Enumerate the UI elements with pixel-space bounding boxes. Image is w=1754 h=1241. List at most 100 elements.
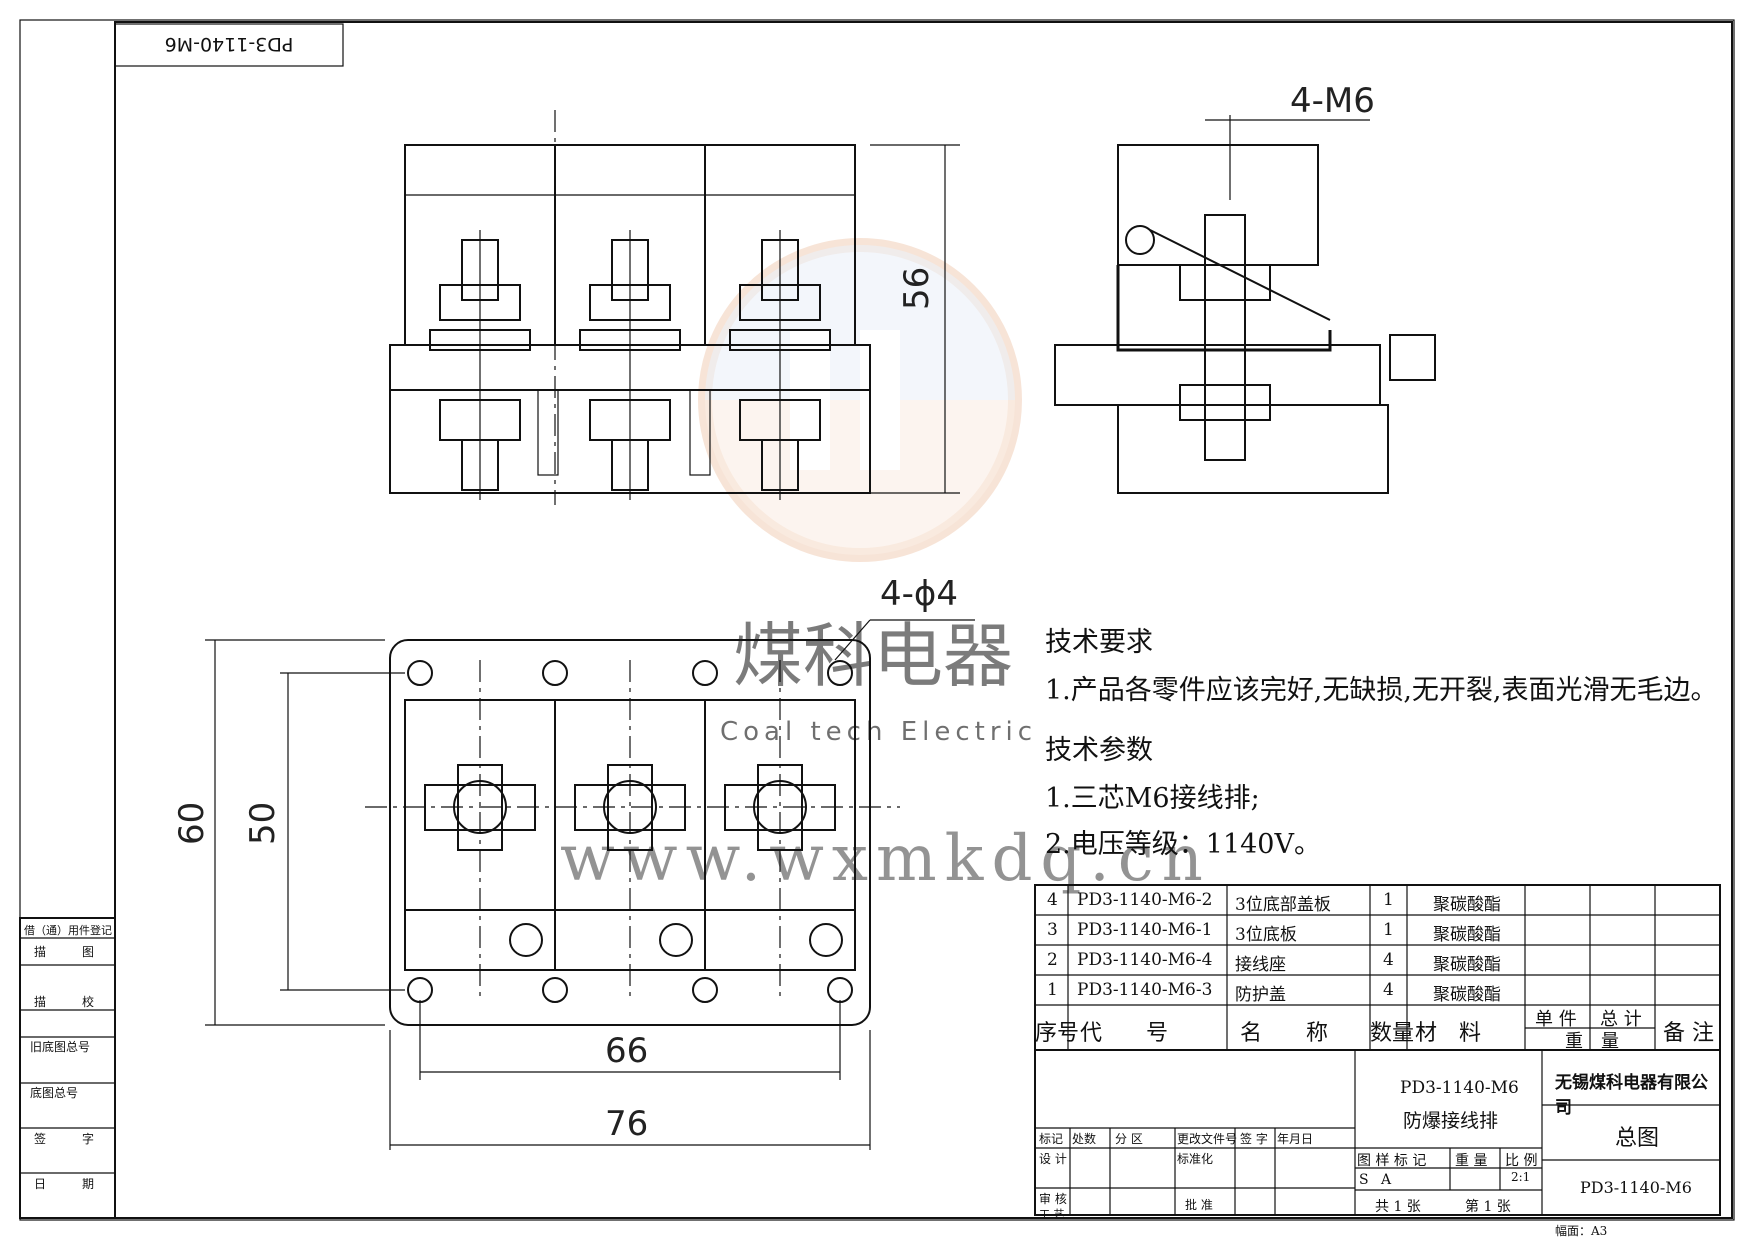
hdr-weight: 重 量	[1565, 1031, 1619, 1052]
tb-total-sheets: 共 1 张	[1375, 1199, 1421, 1215]
front-view	[389, 110, 871, 505]
title-block-text: PD3-1140-M6 防爆接线排 无锡煤科电器有限公司 总图 PD3-1140…	[1035, 1050, 1720, 1221]
bom-name: 接线座	[1235, 955, 1286, 975]
tb-stage-mark: 图 样 标 记	[1357, 1153, 1427, 1169]
bom-qty: 4	[1383, 980, 1394, 1000]
hdr-no: 序号	[1035, 1021, 1080, 1046]
strip-sign: 签 字	[34, 1132, 95, 1146]
bom-material: 聚碳酸酯	[1433, 985, 1501, 1005]
table-row: 1 PD3-1140-M6-3 防护盖 4 聚碳酸酯	[1035, 975, 1720, 1005]
param-line-1: 1.三芯M6接线排;	[1045, 783, 1260, 814]
tb-product: 防爆接线排	[1403, 1110, 1499, 1132]
tb-review: 审 核	[1039, 1192, 1067, 1206]
tb-weight: 重 量	[1455, 1153, 1488, 1169]
watermark	[698, 238, 1022, 562]
hdr-name: 名 称	[1240, 1021, 1329, 1046]
inner-frame	[114, 21, 1733, 1219]
table-row: 3 PD3-1140-M6-1 3位底板 1 聚碳酸酯	[1035, 915, 1720, 945]
tb-process: 工 艺	[1039, 1208, 1065, 1221]
bom-material: 聚碳酸酯	[1433, 925, 1501, 945]
dim-50	[280, 672, 405, 991]
table-row: 4 PD3-1140-M6-2 3位底部盖板 1 聚碳酸酯	[1035, 885, 1720, 915]
outer-frame	[19, 19, 1735, 1221]
bom-qty: 1	[1383, 920, 1394, 940]
param-line-2: 2.电压等级：1140V。	[1045, 829, 1321, 860]
top-view	[365, 639, 900, 1026]
dim-76	[389, 1030, 871, 1150]
side-view	[1054, 115, 1436, 494]
tb-scale: 比 例	[1505, 1153, 1538, 1169]
bom-material: 聚碳酸酯	[1433, 895, 1501, 915]
bom-code: PD3-1140-M6-3	[1077, 980, 1213, 1000]
dim-56	[870, 144, 960, 494]
strip-reg: 借（通）用件登记	[24, 924, 112, 937]
dim-hole-leader	[834, 619, 975, 661]
mirrored-code-text: PD3-1140-M6	[165, 33, 294, 55]
tb-format: 幅面：A3	[1555, 1224, 1608, 1238]
dim-60	[205, 639, 385, 1026]
hdr-qty: 数量	[1370, 1021, 1415, 1046]
watermark-url: www.wxmkdq.cn	[560, 822, 1211, 896]
tb-company: 无锡煤科电器有限公司	[1555, 1073, 1708, 1118]
hdr-material: 材 料	[1415, 1021, 1482, 1046]
bom-no: 2	[1047, 950, 1058, 970]
bom-no: 3	[1047, 920, 1058, 940]
watermark-cn: 煤科电器	[733, 615, 1013, 697]
hdr-total: 总 计	[1600, 1009, 1642, 1030]
title-block	[1034, 1049, 1721, 1216]
tb-zone: 分 区	[1115, 1132, 1143, 1146]
bom-qty: 4	[1383, 950, 1394, 970]
bom-table	[1034, 884, 1721, 1051]
watermark-en: Coal tech Electric	[720, 717, 1037, 747]
bom-qty: 1	[1383, 890, 1394, 910]
hdr-remark: 备 注	[1663, 1021, 1714, 1046]
tb-approve: 批 准	[1185, 1198, 1213, 1212]
tb-standard: 标准化	[1177, 1152, 1214, 1166]
tb-drawing-no: PD3-1140-M6	[1400, 1078, 1519, 1098]
bom-name: 3位底板	[1235, 925, 1297, 945]
dim-50-label: 50	[243, 802, 283, 845]
req-title: 技术要求	[1045, 627, 1153, 658]
strip-old-no: 旧底图总号	[30, 1040, 91, 1054]
bom-code: PD3-1140-M6-1	[1077, 920, 1213, 940]
mirrored-code-box: PD3-1140-M6	[114, 23, 344, 67]
tb-mark: 标记	[1039, 1132, 1064, 1146]
tb-date: 年月日	[1277, 1132, 1314, 1146]
req-line-1: 1.产品各零件应该完好,无缺损,无开裂,表面光滑无毛边。	[1045, 675, 1718, 706]
dim-hole-label: 4-ϕ4	[880, 574, 958, 614]
tb-design: 设 计	[1039, 1152, 1067, 1166]
dim-56-label: 56	[897, 267, 937, 310]
bom-material: 聚碳酸酯	[1433, 955, 1501, 975]
bom-no: 4	[1047, 890, 1058, 910]
table-row: 2 PD3-1140-M6-4 接线座 4 聚碳酸酯	[1035, 945, 1720, 975]
strip-base-no: 底图总号	[30, 1086, 79, 1100]
strip-date: 日 期	[34, 1177, 95, 1191]
dim-66	[419, 1000, 841, 1080]
param-title: 技术参数	[1045, 735, 1153, 766]
tb-count: 处数	[1072, 1132, 1097, 1146]
tb-code: PD3-1140-M6	[1580, 1178, 1692, 1197]
bom-name: 防护盖	[1235, 985, 1286, 1005]
dim-66-label: 66	[605, 1031, 648, 1071]
tb-sheet-no: 第 1 张	[1465, 1199, 1511, 1215]
left-strip	[19, 917, 116, 1219]
hdr-code: 代 号	[1080, 1021, 1169, 1046]
bom-header-row: 序号 代 号 名 称 数量 材 料 单 件 总 计 重 量 备 注	[1035, 1005, 1720, 1052]
tb-stage-s: S	[1359, 1172, 1369, 1188]
strip-trace: 描 图	[34, 945, 95, 959]
tb-scale-val: 2:1	[1511, 1170, 1531, 1184]
tb-stage-a: A	[1381, 1172, 1392, 1188]
dim-76-label: 76	[605, 1104, 648, 1144]
tb-change-doc: 更改文件号	[1177, 1132, 1238, 1146]
tb-sheet-title: 总图	[1615, 1126, 1660, 1151]
dim-4m6-label: 4-M6	[1290, 81, 1375, 121]
bom-no: 1	[1047, 980, 1058, 1000]
dim-60-label: 60	[172, 802, 212, 845]
hdr-unit: 单 件	[1535, 1009, 1577, 1030]
bom-code: PD3-1140-M6-4	[1077, 950, 1213, 970]
bom-name: 3位底部盖板	[1235, 895, 1331, 915]
tb-sign: 签 字	[1240, 1132, 1268, 1146]
strip-check: 描 校	[34, 995, 95, 1009]
bom-code: PD3-1140-M6-2	[1077, 890, 1213, 910]
